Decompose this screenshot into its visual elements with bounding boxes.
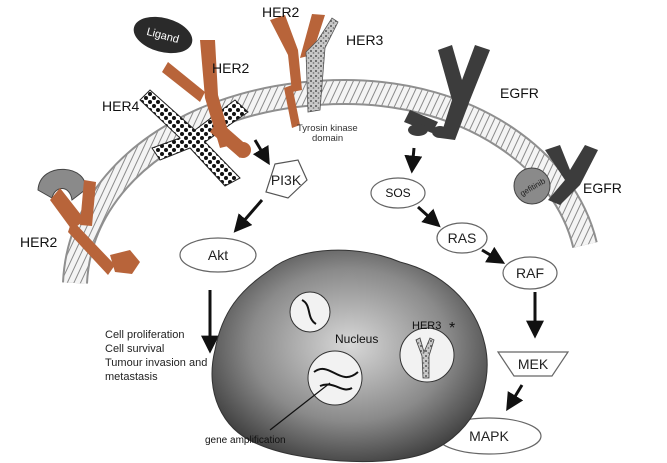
her2-receptor-left (37, 168, 140, 275)
her2-her3-dimer (270, 14, 339, 128)
nucleus-label: Nucleus (335, 332, 378, 346)
raf-node: RAF (502, 256, 558, 290)
outcome-metastasis: metastasis (105, 371, 158, 383)
pi3k-label: PI3K (271, 172, 302, 188)
egfr-receptor-right: gefitinib (513, 145, 598, 205)
mapk-label: MAPK (469, 428, 509, 444)
arrow-to-ras (416, 205, 441, 228)
kinase-domain-label-2: domain (312, 133, 343, 144)
her3-top-label: HER3 (346, 32, 384, 48)
her2-inner-label: HER2 (212, 60, 250, 76)
kinase-domain-label-1: Tyrosin kinase (297, 123, 358, 134)
her2-receptor-top (162, 40, 251, 158)
her2-left-label: HER2 (20, 234, 58, 250)
raf-label: RAF (516, 265, 544, 281)
akt-node: Akt (179, 237, 257, 273)
mutation-mark: * (449, 320, 455, 337)
her2-top-label: HER2 (262, 4, 300, 20)
egfr-top-label: EGFR (500, 85, 539, 101)
sos-node: SOS (370, 177, 426, 209)
nucleus (211, 249, 488, 463)
ras-node: RAS (436, 222, 488, 254)
pi3k-node: PI3K (265, 159, 308, 199)
arrow-to-raf (481, 246, 506, 264)
outcome-invasion: Tumour invasion and (105, 357, 207, 369)
gene-amplification-pointer (269, 382, 331, 431)
cellular-outcomes: Cell proliferation Cell survival Tumour … (105, 329, 207, 383)
outcome-survival: Cell survival (105, 343, 164, 355)
egfr-right-label: EGFR (583, 180, 622, 196)
ligand: Ligand (133, 16, 193, 54)
arrow-to-mapk (506, 384, 524, 412)
gene-amplification-label: gene amplification (205, 435, 286, 446)
egfr-dimer (404, 45, 490, 140)
arrow-to-pi3k (252, 139, 270, 166)
her4-label: HER4 (102, 98, 140, 114)
her3-mutant-label: HER3 (412, 320, 441, 332)
outcome-proliferation: Cell proliferation (105, 329, 184, 341)
akt-label: Akt (208, 247, 228, 263)
arrow-to-sos (404, 147, 423, 174)
sos-label: SOS (385, 186, 410, 200)
arrow-to-akt (233, 199, 264, 233)
ras-label: RAS (448, 230, 477, 246)
cell-membrane (62, 78, 598, 284)
mek-node: MEK (496, 351, 570, 377)
mek-label: MEK (518, 356, 549, 372)
